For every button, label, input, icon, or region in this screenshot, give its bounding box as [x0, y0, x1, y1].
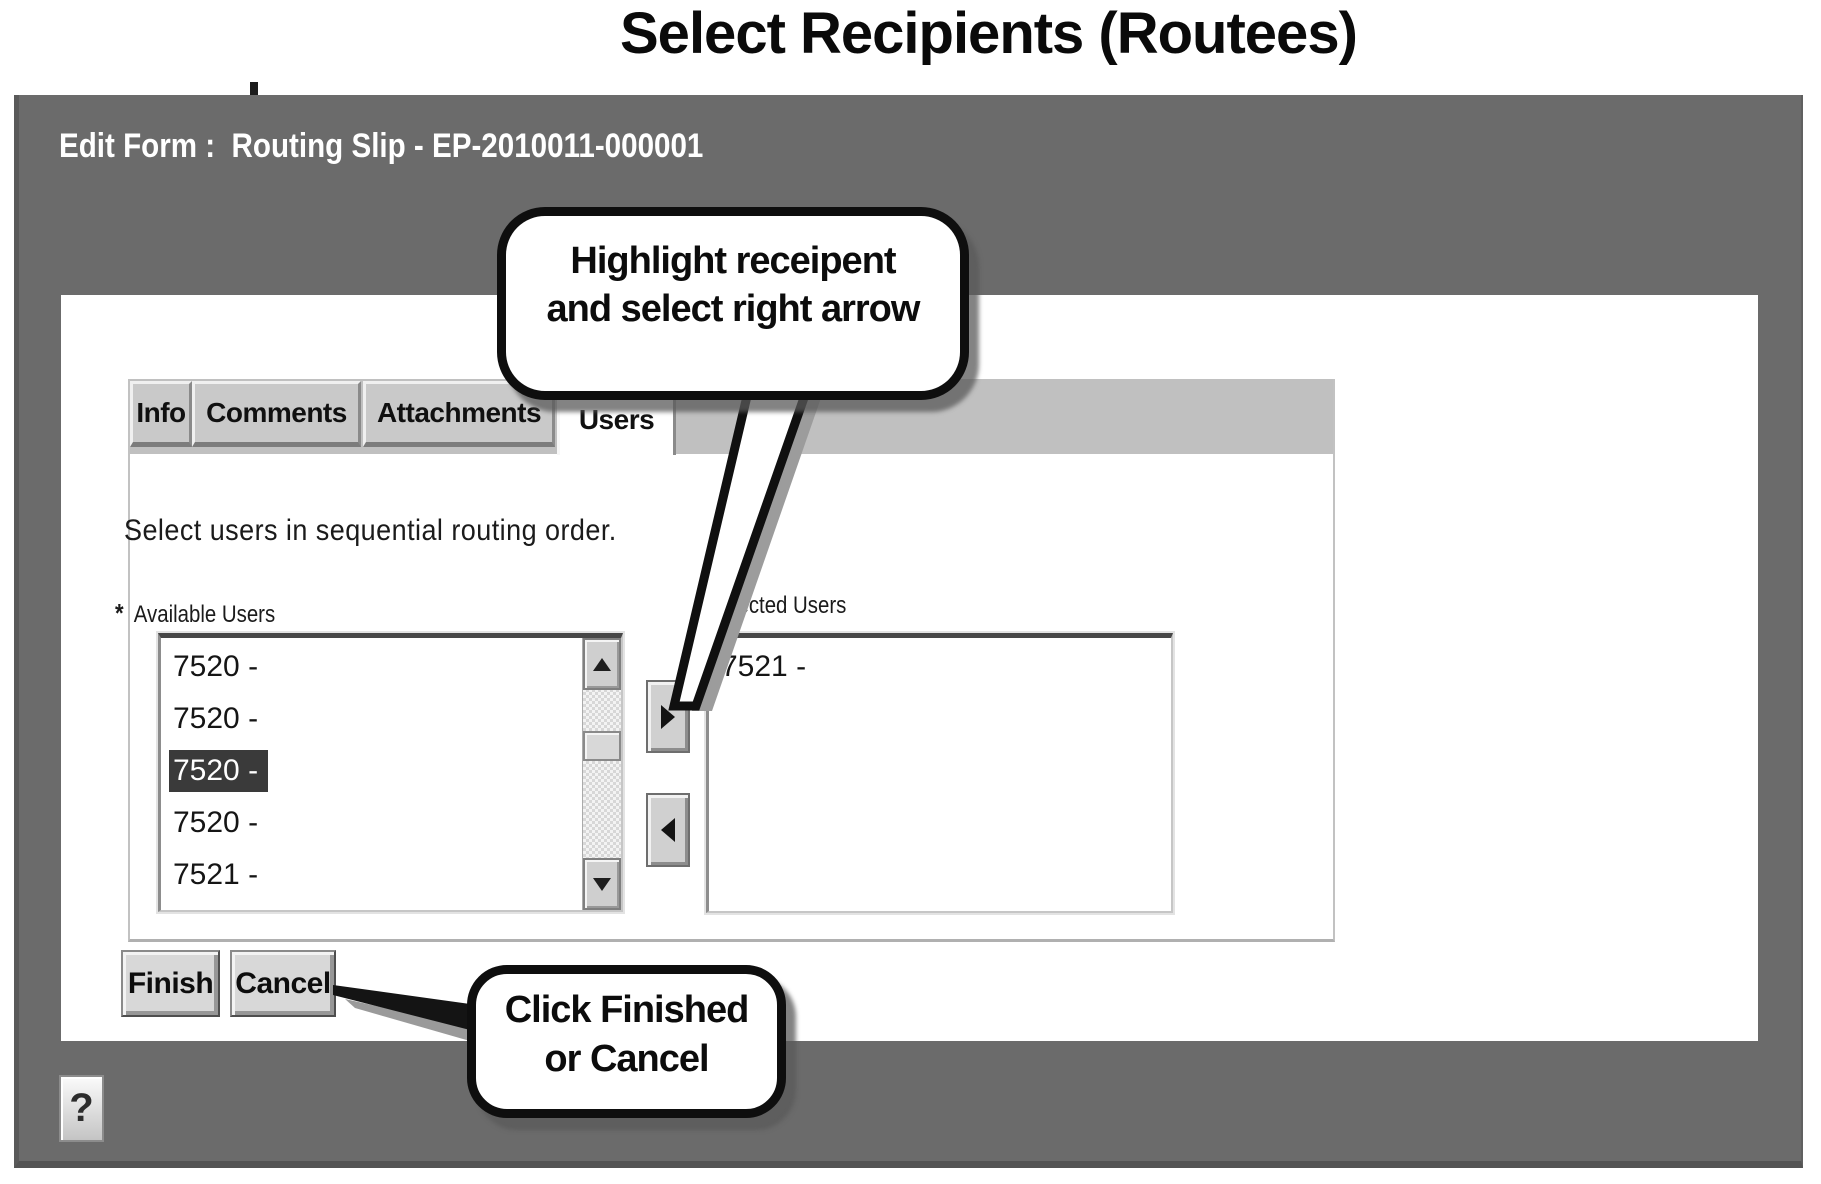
scan-artifact-mark	[250, 82, 258, 95]
callout-click-finished: Click Finished or Cancel	[467, 965, 786, 1118]
callout-pointer-shape	[333, 985, 470, 1030]
scroll-down-button[interactable]	[583, 858, 621, 910]
scroll-up-icon	[593, 657, 611, 671]
callout-pointer-bottom	[333, 985, 470, 1041]
scrollbar[interactable]	[582, 638, 621, 910]
available-users-label: * Available Users	[115, 598, 275, 629]
list-item[interactable]: 7520 -	[161, 694, 621, 746]
tab-users[interactable]: Users	[557, 381, 676, 455]
callout-line: Highlight receipent	[570, 240, 896, 282]
callout-line: Click Finished	[504, 989, 750, 1031]
scroll-down-icon	[593, 877, 611, 891]
selected-users-listbox[interactable]: 7521 -	[706, 633, 1173, 913]
tab-info[interactable]: Info	[130, 381, 192, 447]
available-users-label-text: Available Users	[133, 601, 276, 628]
callout-tail-shape	[668, 387, 813, 711]
required-marker: *	[115, 598, 124, 628]
list-item-text: 7520 -	[173, 806, 259, 839]
tab-comments[interactable]: Comments	[192, 381, 361, 447]
callout-pointer-shadow	[345, 999, 470, 1041]
list-item-text: 7520 -	[173, 702, 259, 735]
page-title: Select Recipients (Routees)	[620, 1, 1358, 66]
available-users-list: 7520 - 7520 - 7520 - 7520 - 7521 -	[161, 642, 621, 902]
callout-line: or Cancel	[544, 1037, 709, 1080]
list-item[interactable]: 7520 -	[161, 798, 621, 850]
left-arrow-icon	[661, 818, 675, 842]
callout-highlight-recipient: Highlight receipent and select right arr…	[497, 207, 969, 400]
available-users-listbox[interactable]: 7520 - 7520 - 7520 - 7520 - 7521 -	[158, 633, 623, 912]
cancel-button[interactable]: Cancel	[230, 950, 336, 1017]
callout-line: and select right arrow	[546, 287, 921, 330]
scrollbar-thumb[interactable]	[583, 731, 621, 761]
list-item-selected-text: 7520 -	[169, 750, 269, 792]
list-item[interactable]: 7520 -	[161, 746, 621, 798]
finish-button[interactable]: Finish	[121, 950, 220, 1017]
help-button[interactable]: ?	[59, 1075, 104, 1142]
callout-tail-top	[668, 387, 822, 711]
list-item-text: 7520 -	[173, 650, 259, 683]
list-item-text: 7521 -	[173, 858, 259, 891]
selected-users-list: 7521 -	[709, 642, 1171, 694]
list-item-text: 7521 -	[721, 650, 807, 683]
window-title: Edit Form : Routing Slip - EP-2010011-00…	[59, 127, 704, 165]
scroll-up-button[interactable]	[583, 638, 621, 690]
instruction-text: Select users in sequential routing order…	[124, 514, 617, 547]
list-item[interactable]: 7520 -	[161, 642, 621, 694]
list-item[interactable]: 7521 -	[709, 642, 1171, 694]
move-left-button[interactable]	[646, 793, 690, 867]
list-item[interactable]: 7521 -	[161, 850, 621, 902]
